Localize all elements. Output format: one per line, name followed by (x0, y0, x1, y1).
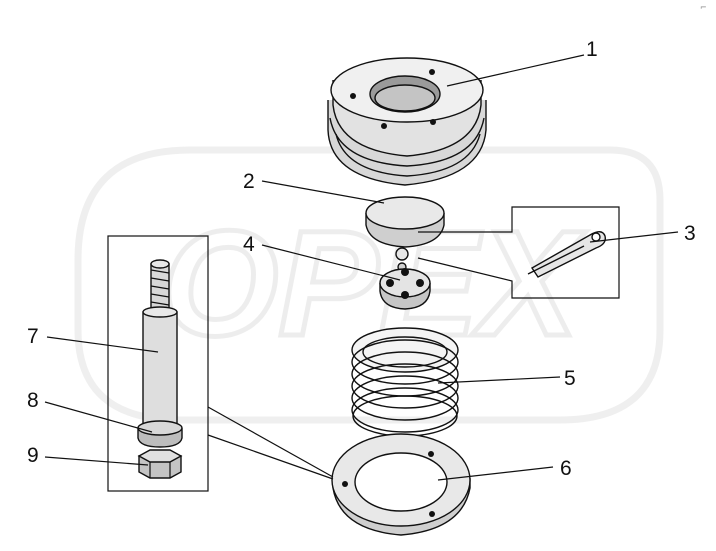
leader-1 (446, 54, 585, 87)
callout-5: 5 (564, 367, 576, 390)
part-9-nut (137, 449, 183, 479)
part-2-cap (365, 196, 445, 248)
inset-connector-top (207, 406, 334, 478)
leader-9 (44, 456, 149, 466)
bolt-inset-frame (107, 235, 209, 492)
part-1-housing (327, 57, 487, 186)
part-6-flange (331, 433, 471, 536)
leader-lines (44, 54, 679, 481)
leader-6 (437, 466, 554, 481)
callout-3: 3 (684, 222, 696, 245)
leader-8 (44, 401, 153, 433)
callout-6: 6 (560, 457, 572, 480)
part-8-washer (137, 420, 183, 448)
part-7-bolt (142, 259, 178, 425)
callout-9: 9 (27, 444, 39, 467)
callout-4: 4 (243, 233, 255, 256)
callout-1: 1 (586, 38, 598, 61)
callout-8: 8 (27, 389, 39, 412)
inset-connector-bottom (207, 434, 334, 480)
callout-7: 7 (27, 325, 39, 348)
leader-7 (46, 336, 159, 353)
leader-2 (261, 180, 385, 204)
leader-3 (589, 231, 679, 243)
part-4-washer (379, 247, 431, 310)
leader-5 (437, 376, 561, 384)
corner-mark: ⌐ (700, 3, 707, 12)
leader-4 (261, 244, 401, 281)
part-3-cotter-pin (417, 206, 620, 299)
part-5-spring (351, 327, 459, 451)
callout-2: 2 (243, 170, 255, 193)
